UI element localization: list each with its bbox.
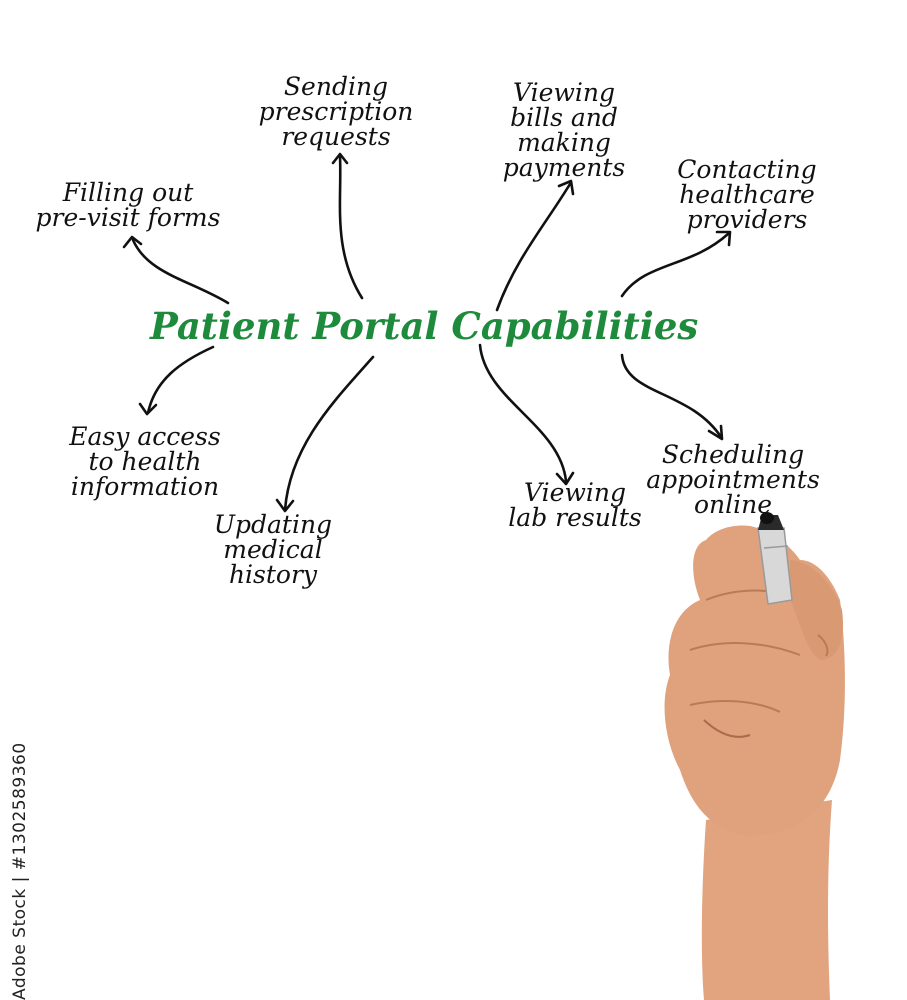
- arrowhead-lab-results: [555, 471, 575, 486]
- arrow-health-information: [146, 345, 215, 415]
- arrow-pre-visit-forms: [131, 238, 230, 305]
- stock-watermark: Adobe Stock | #1302589360: [10, 742, 30, 1000]
- node-pre-visit-forms: Filling out pre-visit forms: [35, 178, 221, 232]
- node-prescription-requests: Sending prescription requests: [258, 72, 414, 151]
- arrow-prescription-requests: [338, 155, 364, 300]
- node-medical-history: Updating medical history: [213, 510, 333, 589]
- node-lab-results: Viewing lab results: [508, 478, 642, 532]
- node-contacting-providers: Contacting healthcare providers: [677, 155, 817, 234]
- arrow-scheduling: [620, 353, 723, 439]
- arrow-contacting-providers: [620, 232, 730, 298]
- node-scheduling-appointments: Scheduling appointments online: [646, 440, 820, 519]
- node-bills-payments: Viewing bills and making payments: [502, 78, 626, 182]
- arrowhead-contacting-providers: [715, 230, 732, 247]
- diagram-title: Patient Portal Capabilities: [150, 304, 699, 348]
- arrowhead-health-information: [138, 402, 158, 416]
- arrow-lab-results: [478, 343, 568, 483]
- fist: [664, 525, 845, 836]
- arrow-medical-history: [283, 355, 375, 512]
- arrowhead-bills-payments: [557, 179, 575, 196]
- thumb: [790, 560, 844, 660]
- arrowhead-scheduling: [707, 424, 724, 441]
- node-health-information: Easy access to health information: [69, 422, 221, 501]
- arrowhead-pre-visit-forms: [122, 235, 143, 249]
- arrowhead-medical-history: [275, 498, 295, 513]
- arrowhead-prescription-requests: [331, 152, 349, 165]
- forearm: [701, 800, 832, 1000]
- arrow-bills-payments: [495, 182, 572, 312]
- marker-icon: [757, 512, 793, 605]
